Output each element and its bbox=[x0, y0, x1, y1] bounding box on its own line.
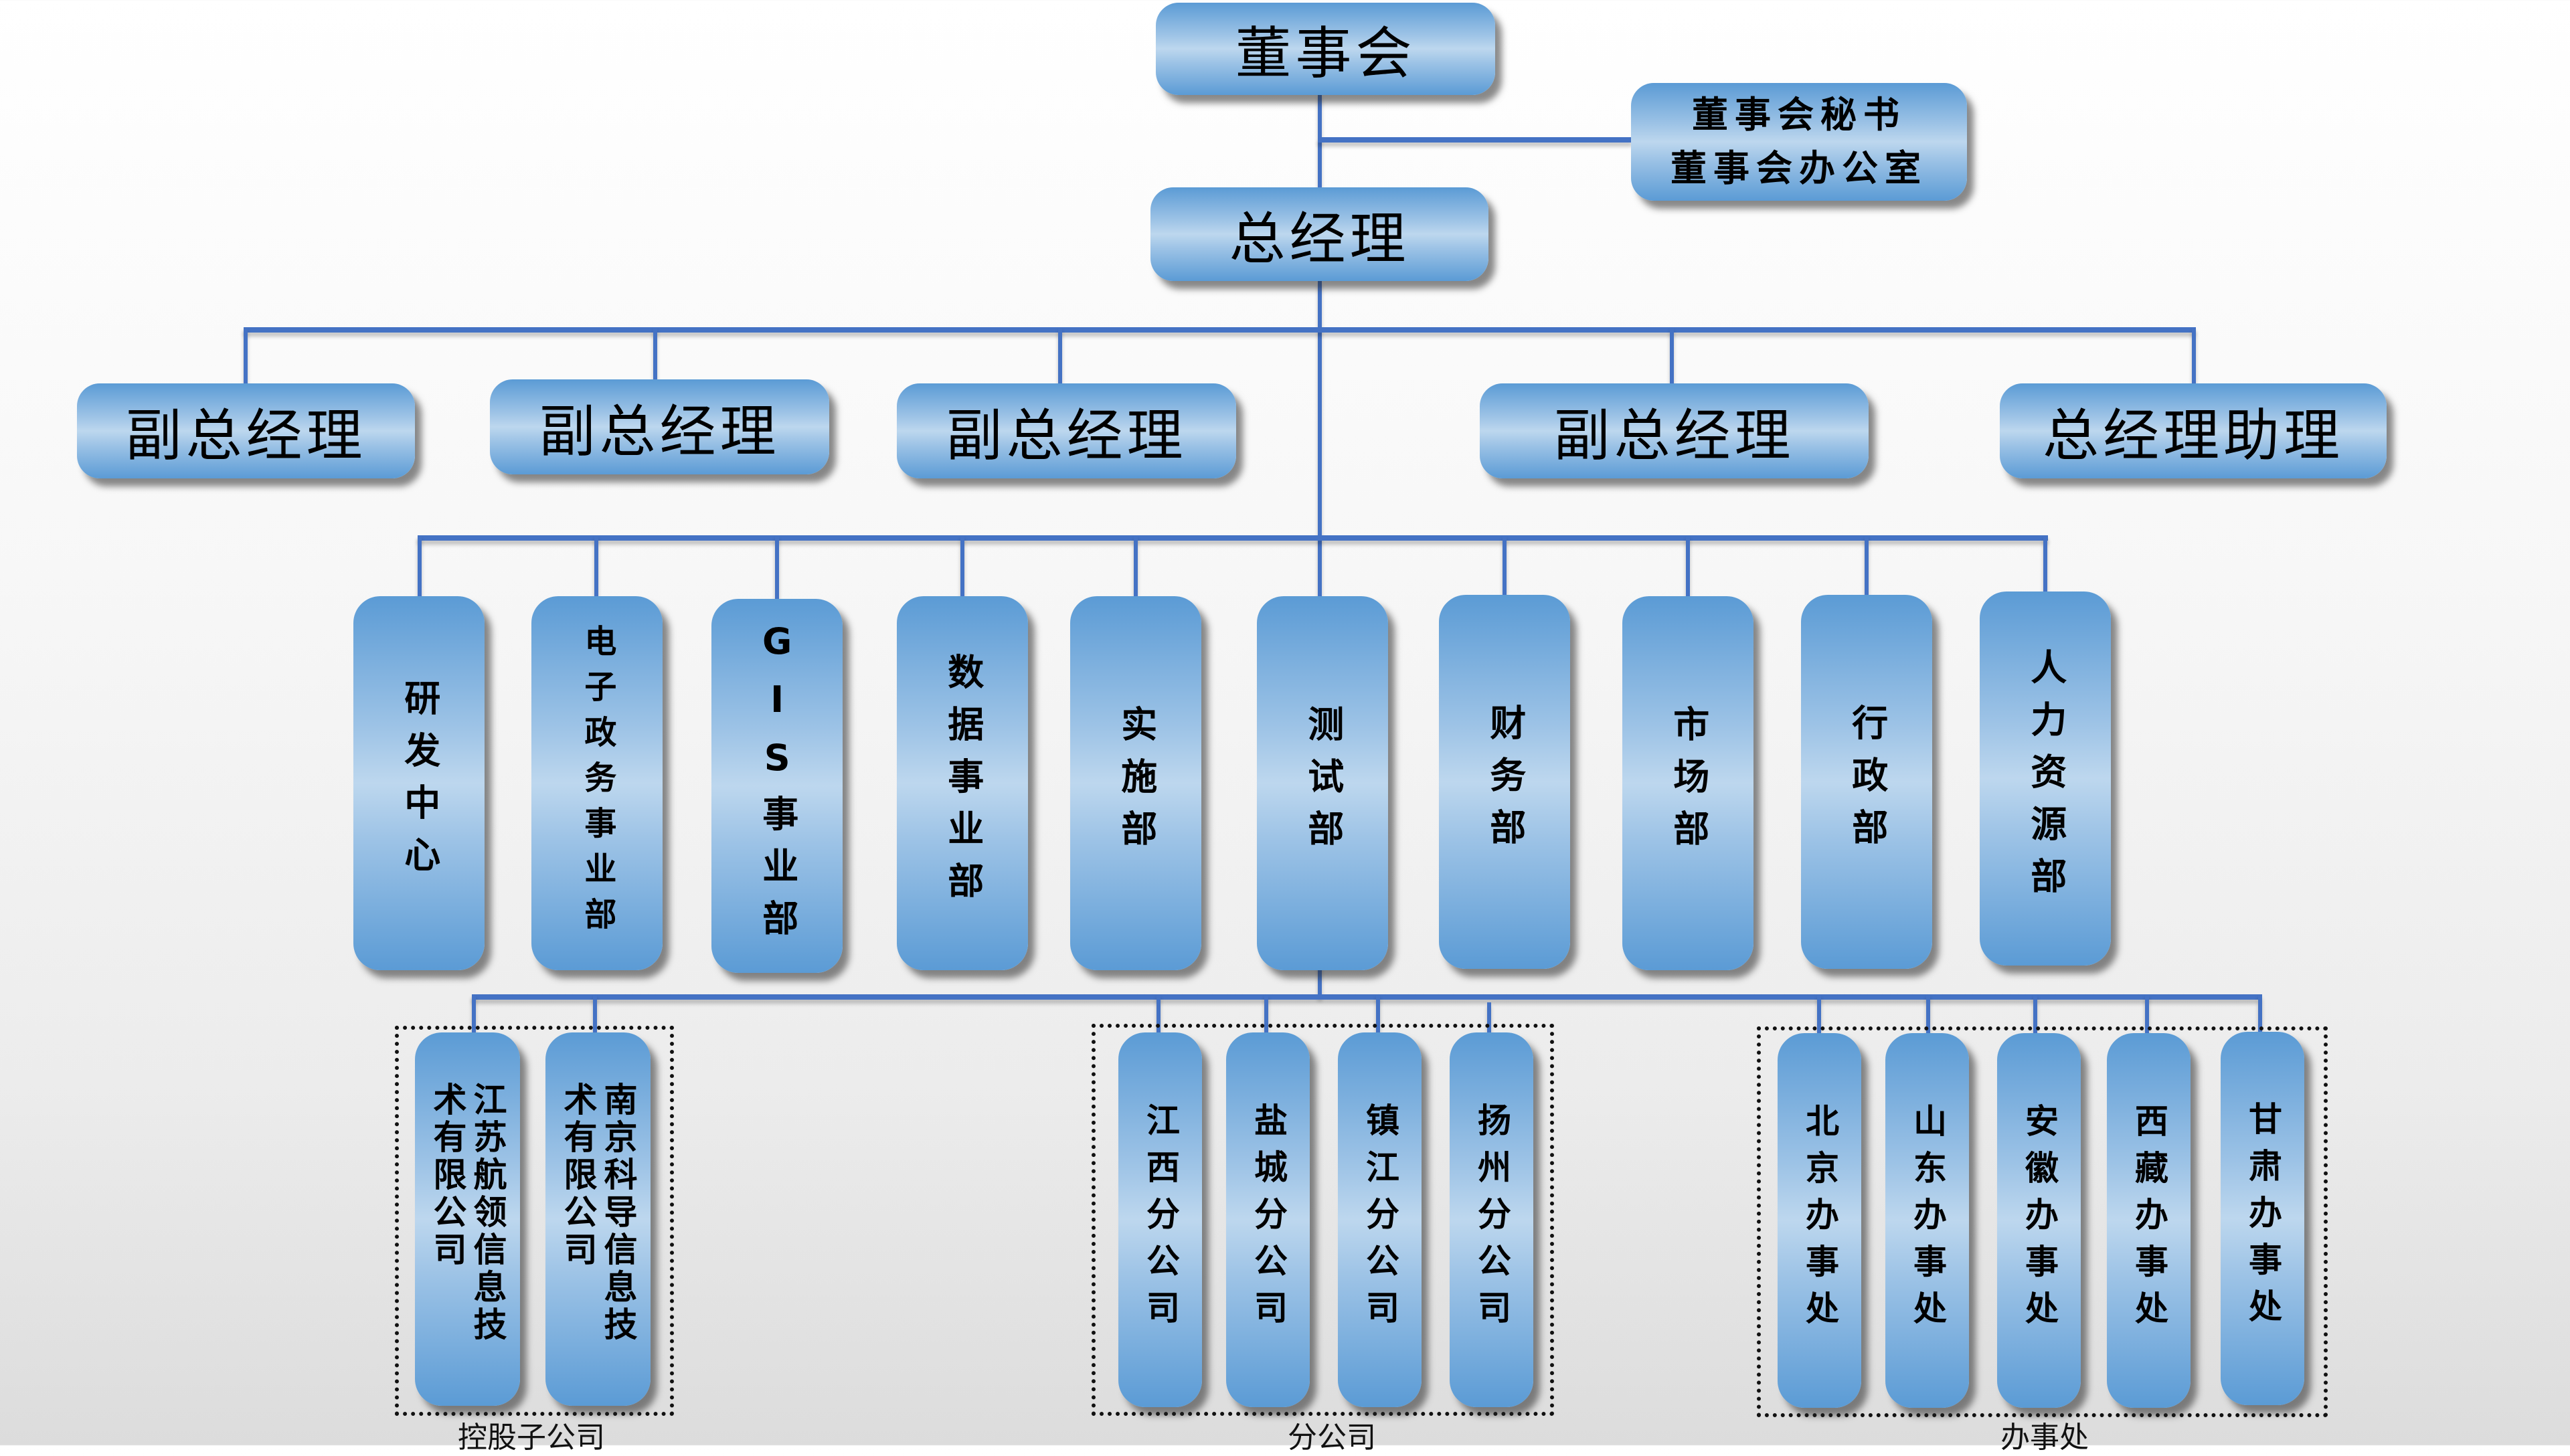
connector-sub bbox=[593, 994, 597, 1033]
branches-group-label: 分公司 bbox=[1288, 1421, 1376, 1455]
department-label: 数据事业部 bbox=[941, 652, 984, 914]
office-label: 山东办事处 bbox=[1908, 1103, 1947, 1338]
branch-label: 扬州分公司 bbox=[1472, 1103, 1511, 1337]
connector-dept bbox=[2043, 535, 2047, 593]
secretary-line2: 董事会办公室 bbox=[1670, 147, 1928, 189]
connector-dept bbox=[418, 535, 422, 597]
department-label: GIS事业部 bbox=[756, 620, 798, 951]
connector-dept bbox=[594, 535, 598, 597]
department-box[interactable]: 实施部 bbox=[1070, 596, 1201, 970]
offices-group-label: 办事处 bbox=[2000, 1421, 2089, 1455]
connector-branch bbox=[1487, 1002, 1491, 1033]
board-box[interactable]: 董事会 bbox=[1156, 3, 1495, 95]
offices-group bbox=[1757, 1026, 2328, 1417]
connector-branch bbox=[1156, 994, 1161, 1033]
connector-board-to-gm bbox=[1318, 94, 1322, 194]
subsidiary-box[interactable]: 南京科导信息技术有限公司 bbox=[545, 1032, 651, 1406]
subsidiary-box[interactable]: 江苏航领信息技术有限公司 bbox=[415, 1032, 520, 1406]
connector-exec-4 bbox=[1670, 327, 1674, 385]
department-label: 市场部 bbox=[1666, 705, 1709, 862]
department-box[interactable]: 研发中心 bbox=[353, 596, 485, 970]
subsidiary-label: 江苏航领信息技术有限公司 bbox=[428, 1082, 507, 1344]
branch-box[interactable]: 扬州分公司 bbox=[1450, 1032, 1533, 1407]
secretary-box[interactable]: 董事会秘书 董事会办公室 bbox=[1631, 83, 1967, 201]
executive-label: 副总经理 bbox=[946, 402, 1187, 468]
connector-office bbox=[2258, 994, 2262, 1032]
branch-label: 盐城分公司 bbox=[1249, 1103, 1288, 1337]
connector-department-bus bbox=[418, 535, 2048, 541]
department-box[interactable]: 电子政务事业部 bbox=[531, 596, 663, 970]
board-label: 董事会 bbox=[1235, 20, 1416, 86]
executive-box[interactable]: 副总经理 bbox=[77, 383, 415, 478]
department-box[interactable]: 人力资源部 bbox=[1980, 592, 2111, 966]
department-label: 电子政务事业部 bbox=[578, 624, 616, 943]
department-box[interactable]: 财务部 bbox=[1439, 595, 1570, 969]
secretary-line1: 董事会秘书 bbox=[1692, 94, 1906, 136]
connector-dept bbox=[1134, 535, 1138, 597]
department-label: 人力资源部 bbox=[2024, 648, 2067, 909]
general-manager-label: 总经理 bbox=[1229, 205, 1410, 272]
office-box[interactable]: 安徽办事处 bbox=[1997, 1033, 2081, 1408]
department-label: 测试部 bbox=[1301, 705, 1344, 862]
branches-group bbox=[1092, 1024, 1554, 1416]
executive-label: 副总经理 bbox=[1553, 402, 1795, 468]
department-box[interactable]: 数据事业部 bbox=[897, 596, 1028, 970]
executive-box[interactable]: 副总经理 bbox=[490, 379, 829, 474]
department-box[interactable]: 市场部 bbox=[1622, 596, 1753, 970]
department-label: 实施部 bbox=[1114, 705, 1157, 862]
office-box[interactable]: 北京办事处 bbox=[1778, 1033, 1861, 1408]
office-label: 西藏办事处 bbox=[2130, 1103, 2168, 1338]
connector-office bbox=[1926, 994, 1930, 1033]
connector-executive-bus bbox=[244, 327, 2195, 333]
department-label: 行政部 bbox=[1845, 703, 1888, 860]
executive-box[interactable]: 副总经理 bbox=[897, 383, 1236, 478]
connector-office bbox=[1817, 994, 1821, 1033]
department-box[interactable]: 行政部 bbox=[1801, 595, 1932, 969]
connector-exec-2 bbox=[653, 327, 657, 379]
connector-dept bbox=[1686, 535, 1690, 597]
connector-exec-5 bbox=[2192, 327, 2196, 385]
executive-label: 副总经理 bbox=[539, 398, 780, 464]
executive-box[interactable]: 副总经理 bbox=[1480, 383, 1869, 478]
connector-exec-3 bbox=[1058, 327, 1062, 385]
connector-dept bbox=[1865, 535, 1869, 597]
connector-bottom-bus bbox=[472, 994, 2259, 1000]
department-box[interactable]: 测试部 bbox=[1257, 596, 1388, 970]
connector-sub bbox=[472, 994, 476, 1033]
subsidiary-label: 南京科导信息技术有限公司 bbox=[558, 1082, 638, 1344]
connector-branch bbox=[1264, 994, 1268, 1033]
connector-branch bbox=[1376, 994, 1380, 1033]
office-label: 安徽办事处 bbox=[2020, 1103, 2059, 1338]
connector-office bbox=[2033, 994, 2037, 1033]
branch-box[interactable]: 盐城分公司 bbox=[1226, 1032, 1310, 1407]
executive-box-assistant[interactable]: 总经理助理 bbox=[2000, 383, 2387, 478]
branch-box[interactable]: 江西分公司 bbox=[1118, 1032, 1202, 1407]
office-box[interactable]: 山东办事处 bbox=[1885, 1033, 1969, 1408]
department-label: 财务部 bbox=[1483, 703, 1526, 860]
office-label: 北京办事处 bbox=[1800, 1103, 1839, 1338]
branch-box[interactable]: 镇江分公司 bbox=[1338, 1032, 1422, 1407]
office-label: 甘肃办事处 bbox=[2243, 1101, 2282, 1336]
connector-board-to-secretary bbox=[1318, 137, 1632, 143]
branch-label: 江西分公司 bbox=[1141, 1103, 1180, 1337]
connector-dept bbox=[960, 535, 964, 597]
subsidiaries-group bbox=[395, 1026, 674, 1416]
connector-dept bbox=[775, 535, 779, 600]
executive-label: 副总经理 bbox=[125, 402, 367, 468]
connector-dept bbox=[1503, 535, 1507, 597]
general-manager-box[interactable]: 总经理 bbox=[1150, 187, 1488, 281]
branch-label: 镇江分公司 bbox=[1361, 1103, 1399, 1337]
office-box[interactable]: 西藏办事处 bbox=[2107, 1033, 2191, 1408]
subsidiaries-group-label: 控股子公司 bbox=[458, 1421, 605, 1455]
department-label: 研发中心 bbox=[398, 678, 440, 888]
department-box[interactable]: GIS事业部 bbox=[711, 599, 843, 973]
connector-exec-1 bbox=[244, 327, 248, 385]
connector-office bbox=[2145, 994, 2149, 1033]
executive-label: 总经理助理 bbox=[2042, 402, 2344, 468]
office-box[interactable]: 甘肃办事处 bbox=[2221, 1032, 2304, 1405]
